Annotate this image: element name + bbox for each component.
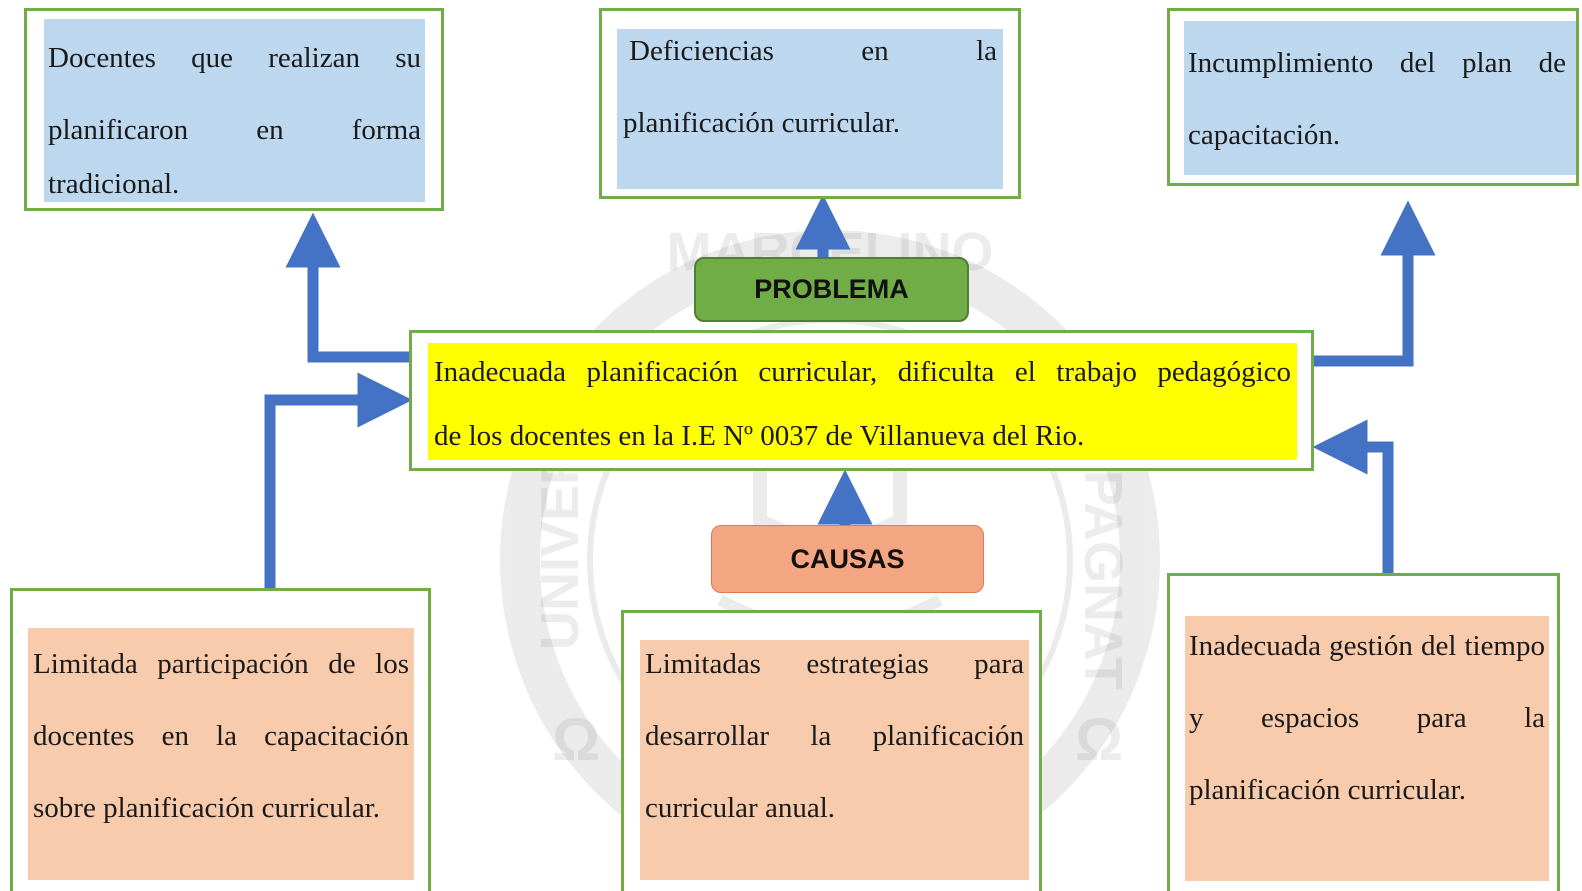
arrow-to-effect-3 (1305, 200, 1436, 367)
cause-box-2: Limitadas estrategias para desarrollar l… (621, 610, 1042, 891)
problem-label: PROBLEMA (694, 257, 969, 322)
effect-box-1: Docentes que realizan su planificaron en… (24, 8, 444, 211)
effect-box-2: Deficiencias en la planificación curricu… (599, 8, 1021, 199)
effect-2-line-2: planificación curricular. (623, 107, 900, 139)
arrow-from-cause-3 (1312, 419, 1394, 576)
cause-box-3-fill: Inadecuada gestión del tiempo y espacios… (1185, 616, 1549, 881)
effect-1-line-2: planificaron en forma (48, 114, 421, 146)
cause-box-2-fill: Limitadas estrategias para desarrollar l… (640, 640, 1029, 880)
effect-1-line-3: tradicional. (48, 168, 180, 200)
effect-box-3-fill: Incumplimiento del plan de capacitación. (1184, 21, 1576, 175)
problem-line-1: Inadecuada planificación curricular, dif… (434, 356, 1291, 388)
arrow-from-cause-1 (264, 372, 413, 592)
effect-2-line-1: Deficiencias en la (629, 35, 997, 67)
effect-box-3: Incumplimiento del plan de capacitación. (1167, 8, 1579, 186)
cause-2-text: Limitadas estrategias para desarrollar l… (645, 648, 1024, 824)
problem-box: Inadecuada planificación curricular, dif… (409, 330, 1314, 471)
problem-box-fill: Inadecuada planificación curricular, dif… (428, 343, 1297, 460)
cause-1-text: Limitada participación de los docentes e… (33, 648, 409, 824)
effect-box-2-fill: Deficiencias en la planificación curricu… (617, 29, 1003, 189)
cause-box-1: Limitada participación de los docentes e… (10, 588, 431, 891)
effect-3-text: Incumplimiento del plan de capacitación. (1188, 47, 1566, 151)
cause-box-3: Inadecuada gestión del tiempo y espacios… (1167, 573, 1560, 891)
problem-line-2: de los docentes en la I.E Nº 0037 de Vil… (434, 420, 1085, 452)
effect-1-line-1: Docentes que realizan su (48, 42, 421, 74)
arrow-to-effect-1 (285, 212, 418, 363)
cause-box-1-fill: Limitada participación de los docentes e… (28, 628, 414, 880)
causes-label: CAUSAS (711, 525, 984, 593)
effect-box-1-fill: Docentes que realizan su planificaron en… (44, 19, 425, 202)
cause-3-text: Inadecuada gestión del tiempo y espacios… (1189, 630, 1545, 806)
